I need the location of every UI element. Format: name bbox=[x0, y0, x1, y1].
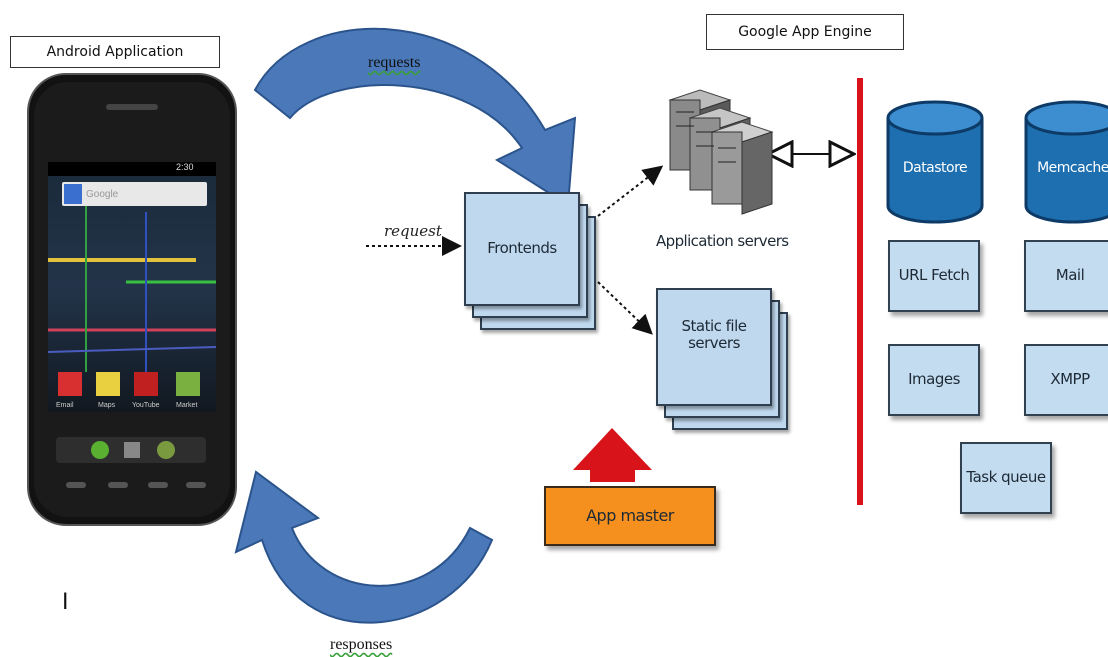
red-up-arrow bbox=[573, 428, 652, 482]
memcache-icon bbox=[1024, 100, 1108, 224]
app-master-box: App master bbox=[544, 486, 716, 546]
static-file-servers-label: Static file servers bbox=[681, 316, 747, 352]
phone-time: 2:30 bbox=[176, 162, 194, 172]
frontends-card-front bbox=[464, 192, 580, 306]
requests-label: requests bbox=[368, 54, 421, 71]
google-app-engine-label: Google App Engine bbox=[706, 14, 904, 50]
phone-app-label: Email bbox=[56, 402, 74, 409]
phone-app-label: YouTube bbox=[132, 402, 160, 409]
server-icon bbox=[668, 89, 774, 215]
task-queue-box: Task queue bbox=[960, 442, 1052, 514]
memcache-label: Memcache bbox=[1037, 160, 1108, 176]
datastore-icon bbox=[886, 100, 984, 224]
requests-curved-arrow bbox=[253, 27, 577, 207]
datastore-cylinder: Datastore bbox=[886, 100, 984, 224]
responses-curved-arrow bbox=[234, 470, 494, 624]
datastore-label: Datastore bbox=[902, 160, 968, 176]
phone-search-placeholder: Google bbox=[86, 189, 119, 200]
static-card-front bbox=[656, 288, 772, 406]
application-servers-label: Application servers bbox=[656, 232, 789, 250]
frontends-to-static-arrow bbox=[597, 281, 653, 335]
responses-label: responses bbox=[330, 636, 393, 653]
frontends-to-appservers-arrow bbox=[597, 165, 664, 217]
xmpp-box: XMPP bbox=[1024, 344, 1108, 416]
text-cursor: I bbox=[62, 590, 69, 615]
android-phone: 2:30 Google Email Maps YouTube Market bbox=[26, 72, 238, 527]
images-box: Images bbox=[888, 344, 980, 416]
request-label: request bbox=[384, 222, 442, 240]
phone-graphic bbox=[27, 73, 237, 526]
memcache-cylinder: Memcache bbox=[1024, 100, 1108, 224]
phone-app-label: Maps bbox=[98, 402, 116, 409]
phone-app-label: Market bbox=[176, 402, 198, 409]
frontends-label: Frontends bbox=[487, 239, 557, 258]
mail-box: Mail bbox=[1024, 240, 1108, 312]
url-fetch-box: URL Fetch bbox=[888, 240, 980, 312]
android-application-label: Android Application bbox=[10, 36, 220, 68]
